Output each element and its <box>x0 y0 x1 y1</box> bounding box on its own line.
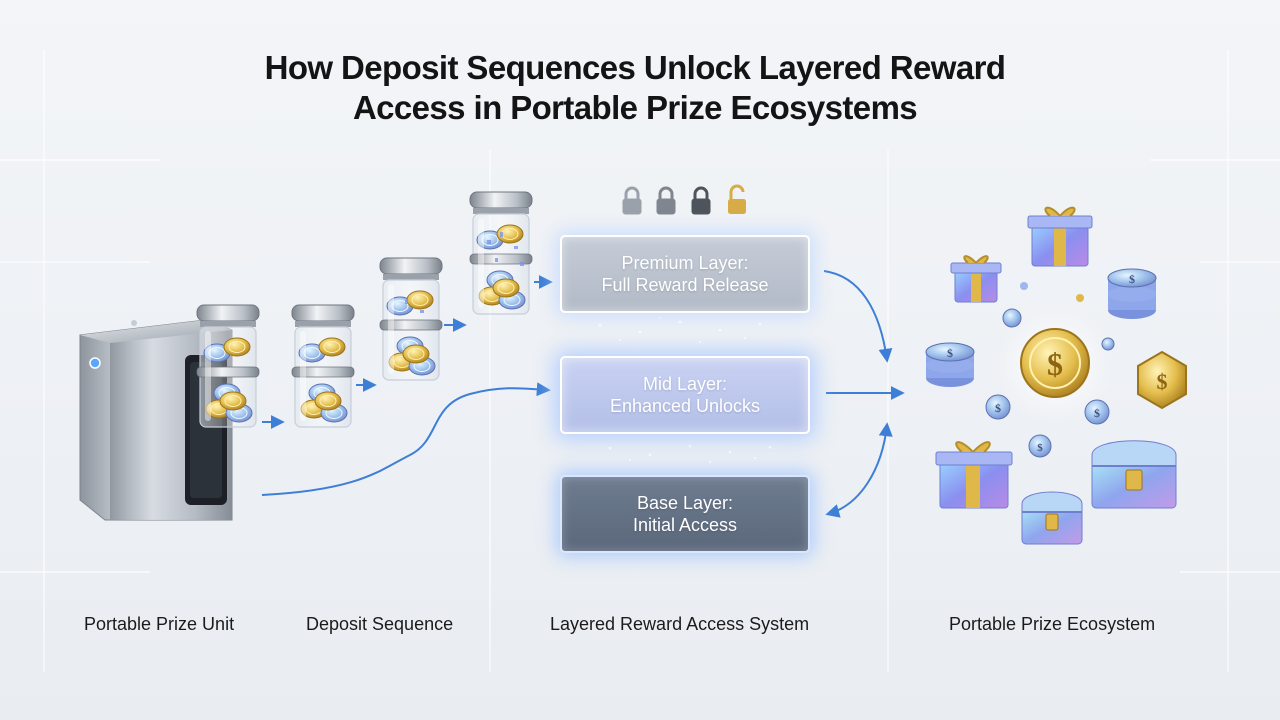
treasure-chest-icon <box>1091 440 1177 509</box>
treasure-chest-icon <box>1021 491 1083 545</box>
coin-jar-icon <box>292 305 354 427</box>
background-guides <box>0 50 1280 672</box>
dollar-coin-icon <box>1020 282 1028 290</box>
padlock-icon <box>621 186 643 216</box>
svg-text:$: $ <box>1129 272 1135 286</box>
padlock-icon <box>690 186 712 216</box>
coin-jar-icon <box>470 192 532 314</box>
mid-layer-box: Mid Layer: Enhanced Unlocks <box>560 356 810 434</box>
label-portable-prize-ecosystem: Portable Prize Ecosystem <box>949 614 1156 634</box>
premium-layer-box: Premium Layer: Full Reward Release <box>560 235 810 313</box>
dollar-coin-icon: $ <box>985 394 1011 420</box>
svg-text:$: $ <box>947 346 953 360</box>
dollar-coin-icon: $ <box>1028 434 1052 458</box>
label-portable-prize-unit: Portable Prize Unit <box>84 614 235 634</box>
base-layer-subtitle: Initial Access <box>632 515 738 535</box>
gift-box-icon <box>950 255 1002 303</box>
padlock-icon <box>655 186 677 216</box>
prize-ecosystem-cluster: $ $ $ $ $ $ $ <box>925 206 1187 545</box>
gift-box-icon <box>935 441 1013 509</box>
coin-jar-icon <box>380 258 442 380</box>
dollar-coin-icon <box>1101 337 1115 351</box>
prize-unit-icon <box>79 305 259 521</box>
coin-stack-icon: $ <box>1107 268 1157 319</box>
svg-text:$: $ <box>1047 346 1063 382</box>
dollar-coin-icon: $ <box>1020 328 1090 398</box>
hex-coin-icon: $ <box>1137 350 1187 410</box>
coin-stack-icon: $ <box>925 342 975 387</box>
dollar-coin-icon: $ <box>1084 399 1110 425</box>
layer-sparkles <box>598 317 772 464</box>
flow-arrows <box>261 270 905 518</box>
svg-text:$: $ <box>1037 442 1043 454</box>
page-title: How Deposit Sequences Unlock Layered Rew… <box>0 48 1270 128</box>
dollar-coin-icon <box>1002 308 1022 328</box>
base-layer-box: Base Layer: Initial Access <box>560 475 810 553</box>
svg-text:$: $ <box>1157 369 1168 394</box>
svg-text:$: $ <box>1094 406 1100 420</box>
mid-layer-subtitle: Enhanced Unlocks <box>609 396 761 416</box>
premium-layer-title: Premium Layer: <box>621 253 749 273</box>
dollar-coin-icon <box>1076 294 1084 302</box>
label-layered-reward-access-system: Layered Reward Access System <box>550 614 810 634</box>
deposit-sequence-jars <box>292 192 532 427</box>
label-deposit-sequence: Deposit Sequence <box>306 614 454 634</box>
padlock-row <box>621 184 746 216</box>
padlock-unlocked-icon <box>728 184 746 214</box>
page-title-line-1: How Deposit Sequences Unlock Layered Rew… <box>264 49 1006 86</box>
svg-text:$: $ <box>995 401 1001 415</box>
page-title-line-2: Access in Portable Prize Ecosystems <box>352 89 918 126</box>
gift-box-icon <box>1027 206 1093 267</box>
premium-layer-subtitle: Full Reward Release <box>601 275 769 295</box>
mid-layer-title: Mid Layer: <box>642 374 728 394</box>
base-layer-title: Base Layer: <box>636 493 734 513</box>
